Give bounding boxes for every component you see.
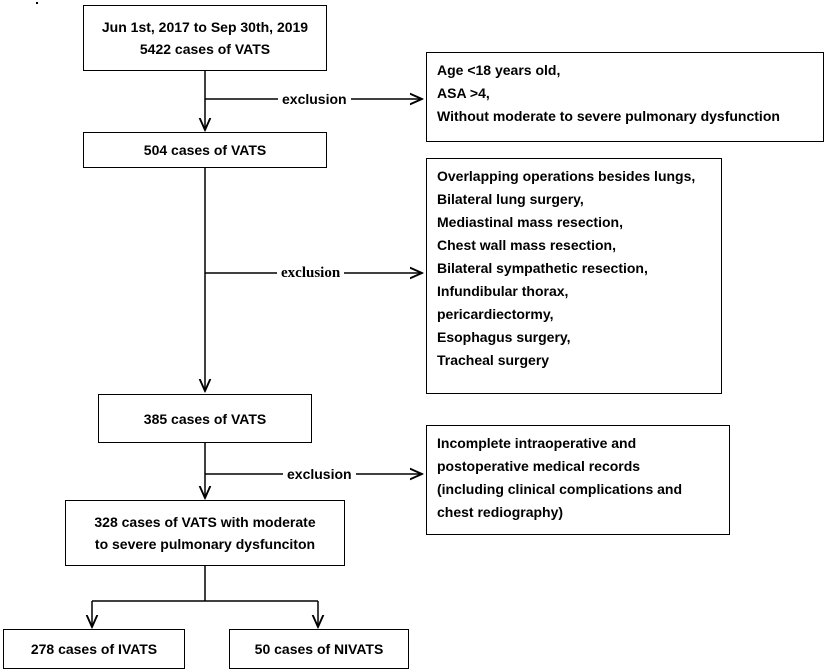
exclusion-2-item: Mediastinal mass resection, [437,214,623,230]
exclusion-3-item: postoperative medical records [437,458,641,474]
exclusion-label-3: exclusion [283,465,356,483]
exclusion-2-item: Bilateral sympathetic resection, [437,260,648,276]
exclusion-3-item: Incomplete intraoperative and [437,435,637,451]
step1-box: 504 cases of VATS [83,132,327,168]
exclusion-2-item: Esophagus surgery, [437,329,571,345]
exclusion-2-item: Overlapping operations besides lungs, [437,168,696,184]
exclusion-1-item: ASA >4, [437,85,490,101]
exclusion-1-item: Without moderate to severe pulmonary dys… [437,108,780,124]
stray-dot [36,2,38,4]
exclusion-2-item: pericardiectormy, [437,306,554,322]
exclusion-1-item: Age <18 years old, [437,62,561,78]
step2-box: 385 cases of VATS [98,394,312,443]
step3-box: 328 cases of VATS with moderate to sever… [65,500,345,566]
exclusion-3-item: chest rediography) [437,504,564,520]
ivats-count: 278 cases of IVATS [30,641,158,657]
exclusion-label-2: exclusion [277,264,345,282]
start-count: 5422 cases of VATS [139,41,271,57]
exclusion-2-item: Chest wall mass resection, [437,237,616,253]
exclusion-box-2: Overlapping operations besides lungs, Bi… [426,158,722,394]
exclusion-box-1: Age <18 years old, ASA >4, Without moder… [426,52,824,142]
nivats-count: 50 cases of NIVATS [254,641,384,657]
step3-line2: to severe pulmonary dysfunciton [94,536,316,552]
exclusion-label-1: exclusion [278,90,351,108]
exclusion-2-item: Tracheal surgery [437,352,550,368]
exclusion-box-3: Incomplete intraoperative and postoperat… [426,425,730,535]
exclusion-2-item: Bilateral lung surgery, [437,191,584,207]
ivats-box: 278 cases of IVATS [3,629,185,669]
exclusion-2-item: Infundibular thorax, [437,283,569,299]
exclusion-3-item: (including clinical complications and [437,481,683,497]
start-period: Jun 1st, 2017 to Sep 30th, 2019 [101,19,309,35]
start-box: Jun 1st, 2017 to Sep 30th, 2019 5422 cas… [83,5,327,71]
step1-count: 504 cases of VATS [143,142,267,158]
step3-line1: 328 cases of VATS with moderate [94,514,316,530]
step2-count: 385 cases of VATS [143,410,267,427]
nivats-box: 50 cases of NIVATS [229,629,409,669]
